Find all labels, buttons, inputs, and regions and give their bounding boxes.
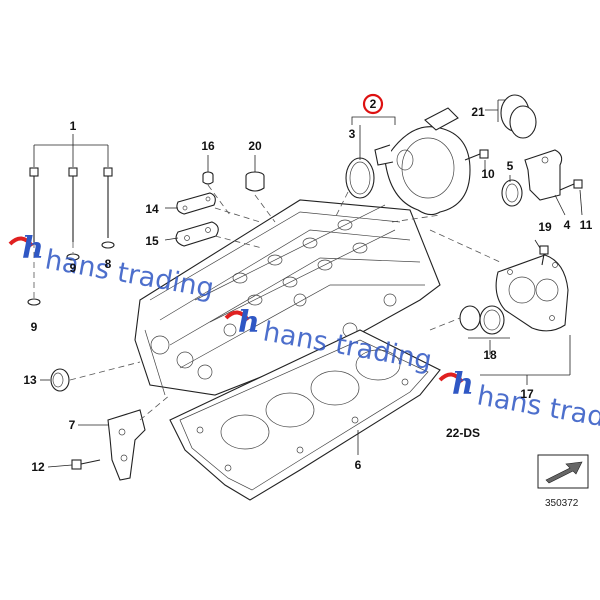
bolt-10 <box>464 149 489 161</box>
cylinder-head-bolts <box>29 167 113 242</box>
callout-labels: 2 1 3 21 10 5 4 11 16 20 14 15 8 9 9 13 … <box>23 93 593 474</box>
callout-1: 1 <box>70 119 77 133</box>
callout-19: 19 <box>538 220 552 234</box>
orientation-box <box>537 454 589 489</box>
watermark-logo-mark-3: h <box>452 367 474 402</box>
sealing-cap-16 <box>202 171 214 185</box>
callout-2: 2 <box>370 97 377 111</box>
vacuum-pump-2 <box>374 107 471 216</box>
diagram-number: 350372 <box>545 498 579 509</box>
bolt-11 <box>559 179 583 191</box>
callout-13: 13 <box>23 373 37 387</box>
callout-9a: 9 <box>70 261 77 275</box>
washers <box>27 241 115 306</box>
watermark-logo-red-1 <box>8 236 34 248</box>
callout-18: 18 <box>483 348 497 362</box>
callout-11: 11 <box>580 218 593 232</box>
watermark-text-3: hans trad <box>475 380 600 433</box>
callout-14: 14 <box>145 202 159 216</box>
part-4 <box>524 149 563 201</box>
cylinder-head <box>134 199 441 396</box>
watermark-logo-red-2 <box>224 310 250 322</box>
seal-rings-18 <box>459 305 505 335</box>
callout-4: 4 <box>564 218 571 232</box>
o-ring-3 <box>345 157 375 199</box>
cover-plate-14 <box>176 192 216 215</box>
gasket-15 <box>175 221 219 247</box>
gasket-5 <box>501 179 523 207</box>
callout-21: 21 <box>471 105 485 119</box>
highlight-ring <box>362 93 384 115</box>
o-rings-21 <box>500 94 537 139</box>
callout-20: 20 <box>248 139 262 153</box>
bolt-19 <box>539 245 549 266</box>
callout-15: 15 <box>145 234 159 248</box>
direction-arrow-icon <box>545 461 583 484</box>
plug-13 <box>50 368 70 392</box>
callout-7: 7 <box>69 418 76 432</box>
watermark-logo-red-3 <box>438 372 464 384</box>
bracket-7 <box>107 409 146 481</box>
plug-20 <box>245 171 265 192</box>
callout-17: 17 <box>520 387 534 401</box>
housing-17 <box>495 254 569 332</box>
callout-3: 3 <box>349 127 356 141</box>
head-gasket <box>169 329 441 501</box>
callout-8: 8 <box>105 257 112 271</box>
label-22ds: 22-DS <box>446 426 480 440</box>
callout-5: 5 <box>507 159 514 173</box>
callout-16: 16 <box>201 139 215 153</box>
bolt-12 <box>71 459 101 470</box>
watermark-logo-mark-1: h <box>22 231 44 266</box>
callout-9b: 9 <box>31 320 38 334</box>
callout-12: 12 <box>31 460 45 474</box>
callout-10: 10 <box>481 167 495 181</box>
watermark-logo-mark-2: h <box>238 305 260 340</box>
callout-6: 6 <box>355 458 362 472</box>
leader-lines <box>33 99 583 468</box>
assembly-lines <box>33 184 501 421</box>
